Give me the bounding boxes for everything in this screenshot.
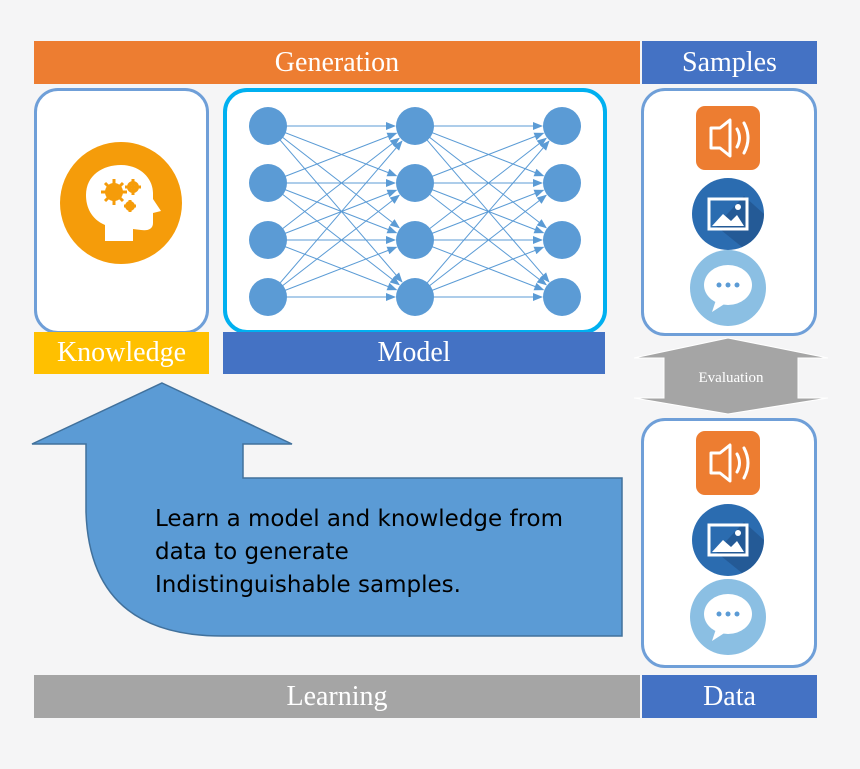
samples-label: Samples: [682, 46, 777, 78]
network-edge: [414, 125, 550, 283]
network-node: [396, 107, 434, 145]
evaluation-arrow: [633, 337, 829, 415]
network-edge: [414, 239, 545, 291]
network-edge: [267, 140, 403, 298]
network-edge: [414, 194, 547, 298]
model-bar: Model: [223, 332, 605, 374]
network-edge: [267, 125, 400, 229]
network-edge: [267, 125, 398, 177]
evaluation-label: Evaluation: [698, 370, 764, 386]
learning-arrow: [31, 382, 623, 637]
network-edge: [414, 137, 547, 241]
network-edge: [414, 182, 547, 286]
chat-bubble-icon: [690, 250, 766, 326]
learning-bar: Learning: [34, 675, 640, 718]
network-edge: [267, 182, 400, 286]
network-edge: [414, 125, 547, 229]
network-node: [396, 278, 434, 316]
network-edge: [267, 137, 400, 241]
network-edge: [414, 246, 545, 298]
network-node: [249, 221, 287, 259]
model-label: Model: [377, 337, 451, 368]
network-node: [543, 107, 581, 145]
image-icon: [692, 178, 764, 250]
network-edge: [267, 246, 398, 298]
network-edge: [414, 132, 545, 184]
knowledge-label: Knowledge: [56, 337, 187, 368]
network-node: [249, 278, 287, 316]
network-node: [543, 278, 581, 316]
image-icon: [692, 504, 764, 576]
network-edge: [414, 140, 550, 298]
network-edge: [267, 182, 398, 234]
knowledge-bar: Knowledge: [34, 332, 209, 374]
network-edge: [267, 132, 398, 184]
learning-description-line: Learn a model and knowledge from: [155, 506, 564, 532]
network-edge: [414, 125, 545, 177]
network-node: [396, 221, 434, 259]
learning-label: Learning: [286, 680, 388, 712]
learning-description: Learn a model and knowledge from data to…: [155, 503, 615, 602]
learning-description-line: data to generate: [155, 539, 349, 565]
network-edge: [267, 125, 403, 283]
chat-bubble-icon: [690, 579, 766, 655]
data-label: Data: [703, 680, 756, 712]
network-node: [543, 221, 581, 259]
speaker-icon: [696, 106, 760, 170]
network-edge: [267, 194, 400, 298]
data-bar: Data: [642, 675, 817, 718]
generation-bar: Generation: [34, 41, 640, 84]
head-gears-icon: [60, 142, 182, 264]
network-node: [249, 107, 287, 145]
learning-description-line: Indistinguishable samples.: [155, 572, 461, 598]
speaker-icon: [696, 431, 760, 495]
samples-bar: Samples: [642, 41, 817, 84]
network-edge: [414, 189, 545, 241]
network-edge: [267, 239, 398, 291]
network-edge: [414, 182, 545, 234]
network-edge: [267, 189, 398, 241]
generation-label: Generation: [274, 46, 400, 78]
network-node: [249, 164, 287, 202]
network-node: [396, 164, 434, 202]
network-node: [543, 164, 581, 202]
knowledge-icon-tile: [53, 135, 189, 271]
